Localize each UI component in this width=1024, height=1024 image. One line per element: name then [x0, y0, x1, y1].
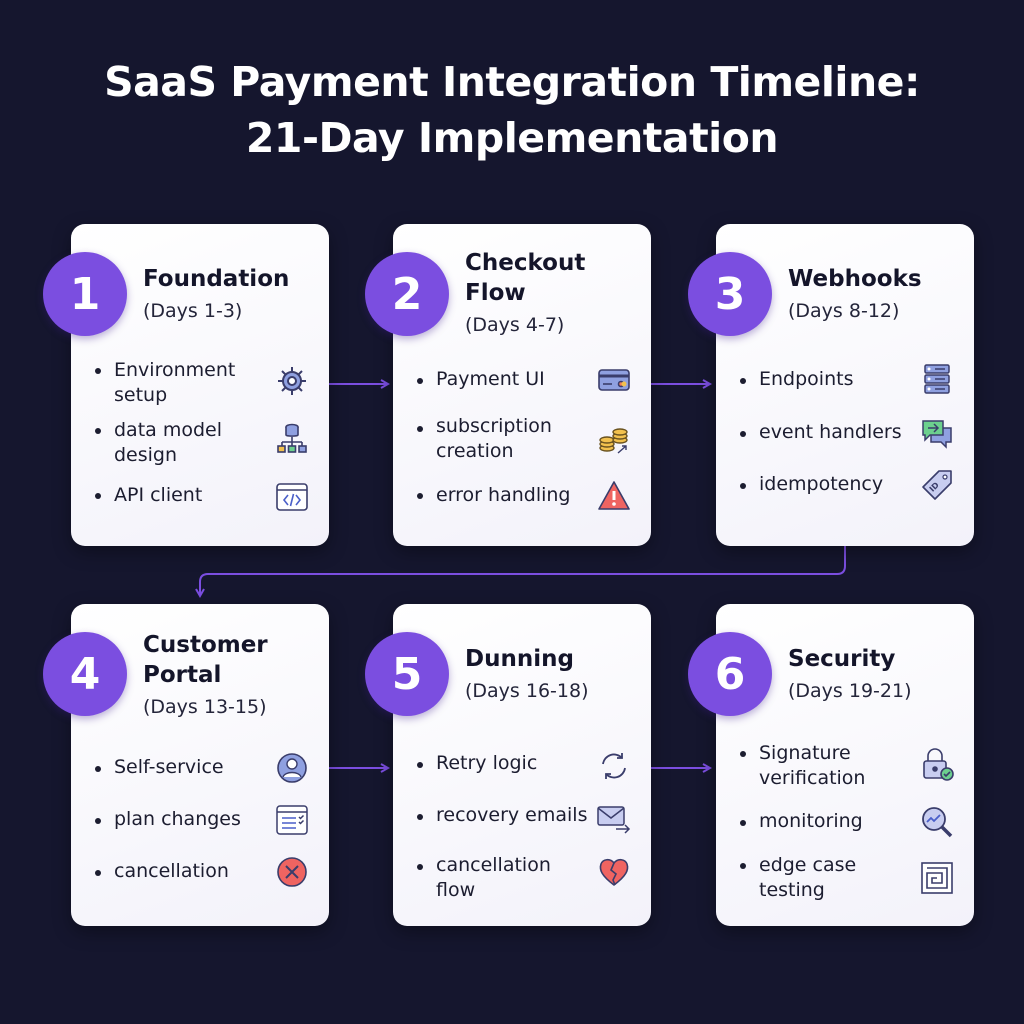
phase-days: (Days 13-15) — [143, 696, 267, 718]
bullet — [417, 762, 423, 768]
phase-card-2: 2 Checkout Flow (Days 4-7) Payment UI su… — [365, 224, 651, 546]
cancel-icon — [274, 854, 310, 890]
phase-item: cancellation flow — [436, 854, 551, 901]
coins-icon — [596, 420, 632, 456]
email-arrow-icon — [596, 800, 632, 836]
phase-title: Dunning — [465, 646, 574, 672]
phase-number-badge: 3 — [688, 252, 772, 336]
bullet — [95, 428, 101, 434]
phase-card-3: 3 Webhooks (Days 8-12) Endpoints event h… — [688, 224, 974, 546]
phase-item: Retry logic — [436, 752, 538, 774]
id-tag-icon: ID — [919, 468, 955, 504]
broken-heart-icon — [596, 854, 632, 890]
server-icon — [919, 362, 955, 398]
phase-item: Environment setup — [114, 359, 236, 406]
phase-item: idempotency — [759, 473, 884, 495]
phase-card-6: 6 Security (Days 19-21) Signature verifi… — [688, 604, 974, 926]
bullet — [417, 864, 423, 870]
phase-card-4: 4 Customer Portal (Days 13-15) Self-serv… — [43, 604, 329, 926]
phase-item: API client — [114, 484, 203, 506]
phase-item: recovery emails — [436, 804, 588, 826]
phase-card-5: 5 Dunning (Days 16-18) Retry logic recov… — [365, 604, 651, 926]
bullet — [95, 870, 101, 876]
phase-title: Webhooks — [788, 266, 922, 292]
bullet — [95, 368, 101, 374]
bullet — [417, 378, 423, 384]
phase-days: (Days 16-18) — [465, 680, 589, 702]
phase-item: Self-service — [114, 756, 224, 778]
maze-icon — [919, 860, 955, 896]
phase-item: event handlers — [759, 421, 902, 443]
phase-card-1: 1 Foundation (Days 1-3) Environment setu… — [43, 224, 329, 546]
bullet — [740, 431, 746, 437]
bullet — [740, 751, 746, 757]
phase-item: monitoring — [759, 810, 863, 832]
magnifier-chart-icon — [919, 804, 955, 840]
phase-days: (Days 8-12) — [788, 300, 900, 322]
warning-icon — [596, 478, 632, 514]
phase-item: Signature verification — [759, 742, 866, 789]
phase-title: Customer Portal — [143, 632, 268, 688]
phase-item: data model design — [114, 419, 222, 466]
bullet — [740, 863, 746, 869]
lock-check-icon — [919, 746, 955, 782]
bullet — [740, 820, 746, 826]
phase-days: (Days 19-21) — [788, 680, 912, 702]
bullet — [95, 493, 101, 499]
phase-number-badge: 2 — [365, 252, 449, 336]
phase-item: error handling — [436, 484, 571, 506]
phase-title: Foundation — [143, 266, 290, 292]
arrow-3-to-4 — [200, 545, 846, 596]
bullet — [740, 483, 746, 489]
phase-number-badge: 4 — [43, 632, 127, 716]
phase-days: (Days 4-7) — [465, 314, 565, 336]
phase-title: Checkout Flow — [465, 250, 586, 306]
phase-days: (Days 1-3) — [143, 300, 243, 322]
phase-number-badge: 6 — [688, 632, 772, 716]
code-window-icon — [274, 479, 310, 515]
phase-item: subscription creation — [436, 415, 552, 462]
chat-arrow-icon — [919, 416, 955, 452]
gear-icon — [274, 363, 310, 399]
bullet — [417, 493, 423, 499]
credit-card-icon — [596, 362, 632, 398]
bullet — [417, 814, 423, 820]
list-window-icon — [274, 802, 310, 838]
user-icon — [274, 750, 310, 786]
retry-icon — [596, 748, 632, 784]
bullet — [740, 378, 746, 384]
phase-item: cancellation — [114, 860, 229, 882]
phase-item: edge case testing — [759, 854, 857, 901]
phase-number-badge: 1 — [43, 252, 127, 336]
phase-item: Payment UI — [436, 368, 545, 390]
page-title-line-2: 21-Day Implementation — [245, 114, 779, 162]
phase-item: Endpoints — [759, 368, 854, 390]
phase-item: plan changes — [114, 808, 241, 830]
phase-title: Security — [788, 646, 896, 672]
bullet — [95, 766, 101, 772]
bullet — [417, 426, 423, 432]
bullet — [95, 818, 101, 824]
phase-number-badge: 5 — [365, 632, 449, 716]
page-title-line-1: SaaS Payment Integration Timeline: — [104, 58, 920, 106]
database-tree-icon — [274, 421, 310, 457]
